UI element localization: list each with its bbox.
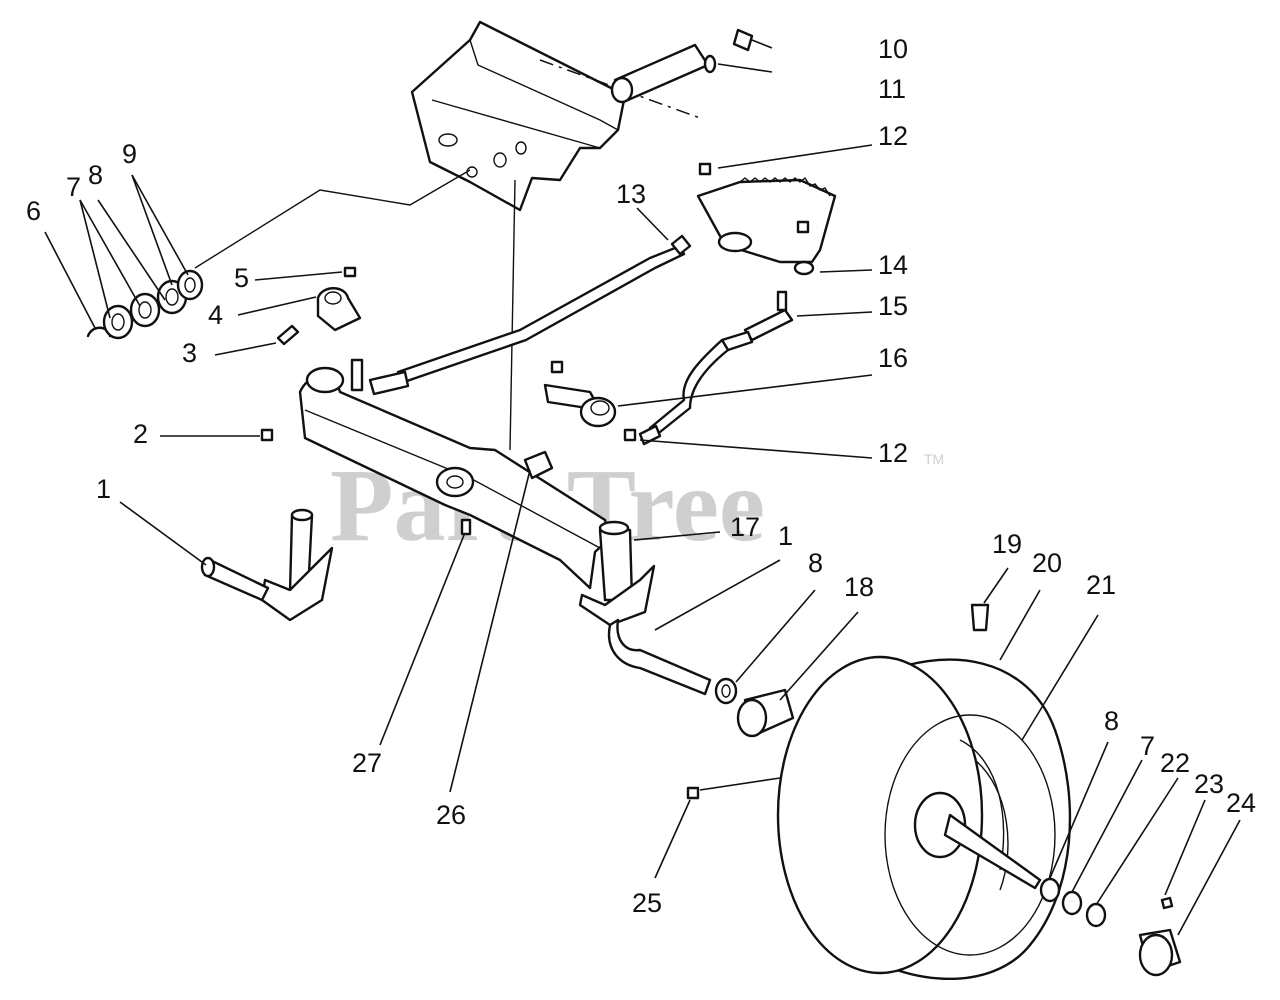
callout-1-left: 1 [96,474,111,504]
callout-2: 2 [133,419,148,449]
washer-stack [86,269,204,340]
callout-3: 3 [182,338,197,368]
left-spindle [200,508,334,622]
callout-21: 21 [1086,570,1116,600]
axle-end-hardware [686,786,1182,977]
callout-11: 11 [878,74,906,104]
callout-20: 20 [1032,548,1062,578]
callout-24: 24 [1226,788,1256,818]
callout-8-middle: 8 [808,548,823,578]
callout-13: 13 [616,179,646,209]
leader-lines [44,39,1241,936]
pivot-alignment-line [509,179,516,451]
callout-25: 25 [632,888,662,918]
callout-14: 14 [878,250,908,280]
right-spindle [578,520,712,696]
callout-4: 4 [208,300,223,330]
callout-9: 9 [122,139,137,169]
callout-26: 26 [436,800,466,830]
callout-12-bottom: 12 [878,438,908,468]
callout-12-top: 12 [878,121,908,151]
callout-17: 17 [730,512,760,542]
callout-15: 15 [878,291,908,321]
watermark-trademark: TM [924,451,944,467]
callout-7-left: 7 [66,172,81,202]
callout-18: 18 [844,572,874,602]
pivot-tube [610,28,754,104]
steering-gear-sector [696,162,837,276]
pin-alignment-line [194,169,471,269]
frame-bracket [410,20,627,212]
drag-link [638,290,794,446]
callout-8-left: 8 [88,160,103,190]
spacer-washer [714,677,738,705]
callout-6: 6 [26,196,41,226]
callout-labels: 1 1 2 3 4 5 6 7 7 8 8 8 9 10 11 12 12 13… [26,34,1256,918]
callout-27: 27 [352,748,382,778]
front-wheel [776,603,1072,981]
callout-16: 16 [878,343,908,373]
callout-7-right: 7 [1140,731,1155,761]
callout-8-right: 8 [1104,706,1119,736]
callout-19: 19 [992,529,1022,559]
front-axle-beam [298,366,612,590]
callout-1-right: 1 [778,521,793,551]
callout-5: 5 [234,263,249,293]
steering-arm [543,360,617,428]
wheel-bushing [736,688,795,738]
callout-10: 10 [878,34,908,64]
callout-22: 22 [1160,748,1190,778]
callout-23: 23 [1194,769,1224,799]
tie-rod [368,234,692,396]
